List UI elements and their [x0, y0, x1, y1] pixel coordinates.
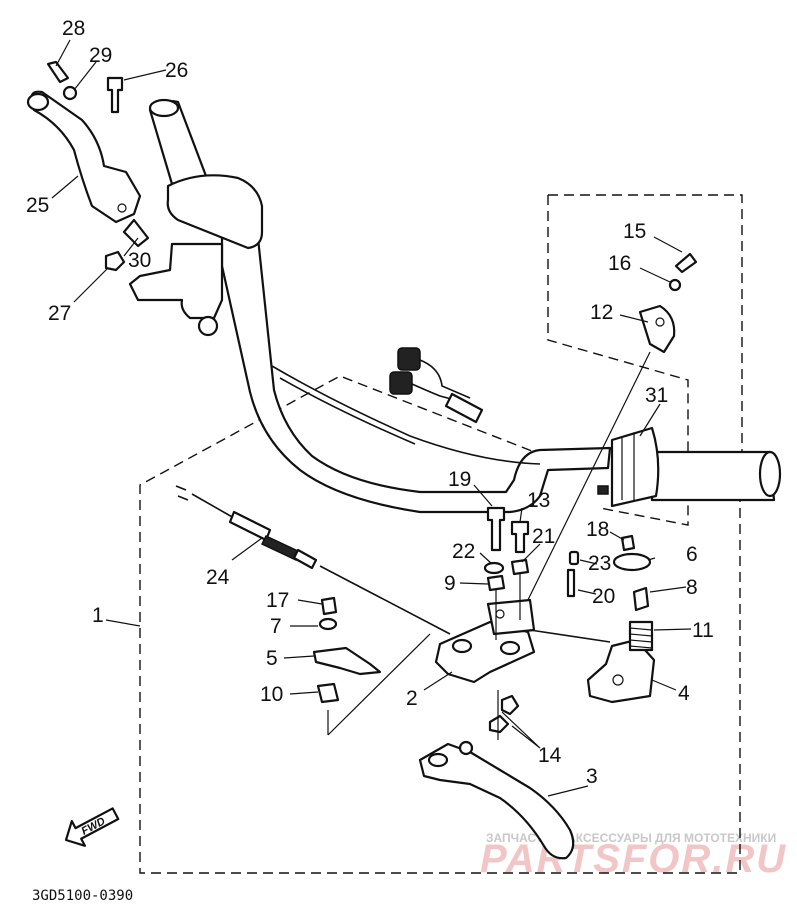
callout-9: 9 — [444, 572, 456, 595]
clutch-switch-clip — [312, 596, 431, 736]
diagram-code: 3GD5100-0390 — [32, 888, 133, 904]
callout-22: 22 — [452, 540, 475, 563]
callout-19: 19 — [448, 468, 471, 491]
fwd-arrow-icon: FWD — [64, 807, 120, 847]
callout-23: 23 — [588, 552, 611, 575]
callout-15: 15 — [623, 220, 646, 243]
callout-11: 11 — [692, 619, 714, 642]
callout-25: 25 — [26, 194, 49, 217]
lever-bracket — [434, 598, 611, 684]
callout-4: 4 — [678, 682, 690, 705]
callout-labels: 28 29 26 25 30 27 15 16 12 31 19 13 22 2… — [26, 17, 714, 788]
leader-lines — [51, 39, 692, 797]
callout-20: 20 — [592, 585, 615, 608]
bracket-fasteners — [483, 506, 530, 640]
callout-26: 26 — [165, 59, 188, 82]
callout-14: 14 — [538, 744, 562, 767]
callout-17: 17 — [266, 589, 289, 612]
clutch-switch-cable — [175, 485, 451, 635]
callout-3: 3 — [586, 765, 598, 788]
callout-13: 13 — [527, 489, 550, 512]
callout-12: 12 — [590, 301, 613, 324]
callout-30: 30 — [128, 249, 151, 272]
switch-block — [566, 534, 656, 704]
fwd-label: FWD — [80, 815, 108, 837]
callout-31: 31 — [645, 384, 668, 407]
left-lever-assembly — [26, 60, 150, 272]
callout-27: 27 — [48, 302, 71, 325]
wire-connectors — [389, 347, 484, 424]
right-switch-assembly — [521, 252, 698, 613]
callout-18: 18 — [586, 518, 609, 541]
right-lever — [418, 690, 575, 860]
callout-1: 1 — [92, 604, 104, 627]
callout-24: 24 — [206, 566, 230, 589]
callout-6: 6 — [686, 543, 698, 566]
callout-10: 10 — [260, 683, 283, 706]
callout-29: 29 — [89, 44, 112, 67]
callout-5: 5 — [266, 647, 278, 670]
watermark-caption: ЗАПЧАСТИ И АКСЕССУАРЫ ДЛЯ МОТОТЕХНИКИ — [486, 831, 776, 845]
callout-2: 2 — [406, 687, 418, 710]
callout-8: 8 — [686, 576, 698, 599]
callout-16: 16 — [608, 252, 631, 275]
handlebar — [128, 98, 782, 514]
subassembly-boundaries — [139, 194, 743, 874]
callout-28: 28 — [62, 17, 85, 40]
callout-21: 21 — [532, 525, 555, 548]
callout-7: 7 — [270, 615, 282, 638]
